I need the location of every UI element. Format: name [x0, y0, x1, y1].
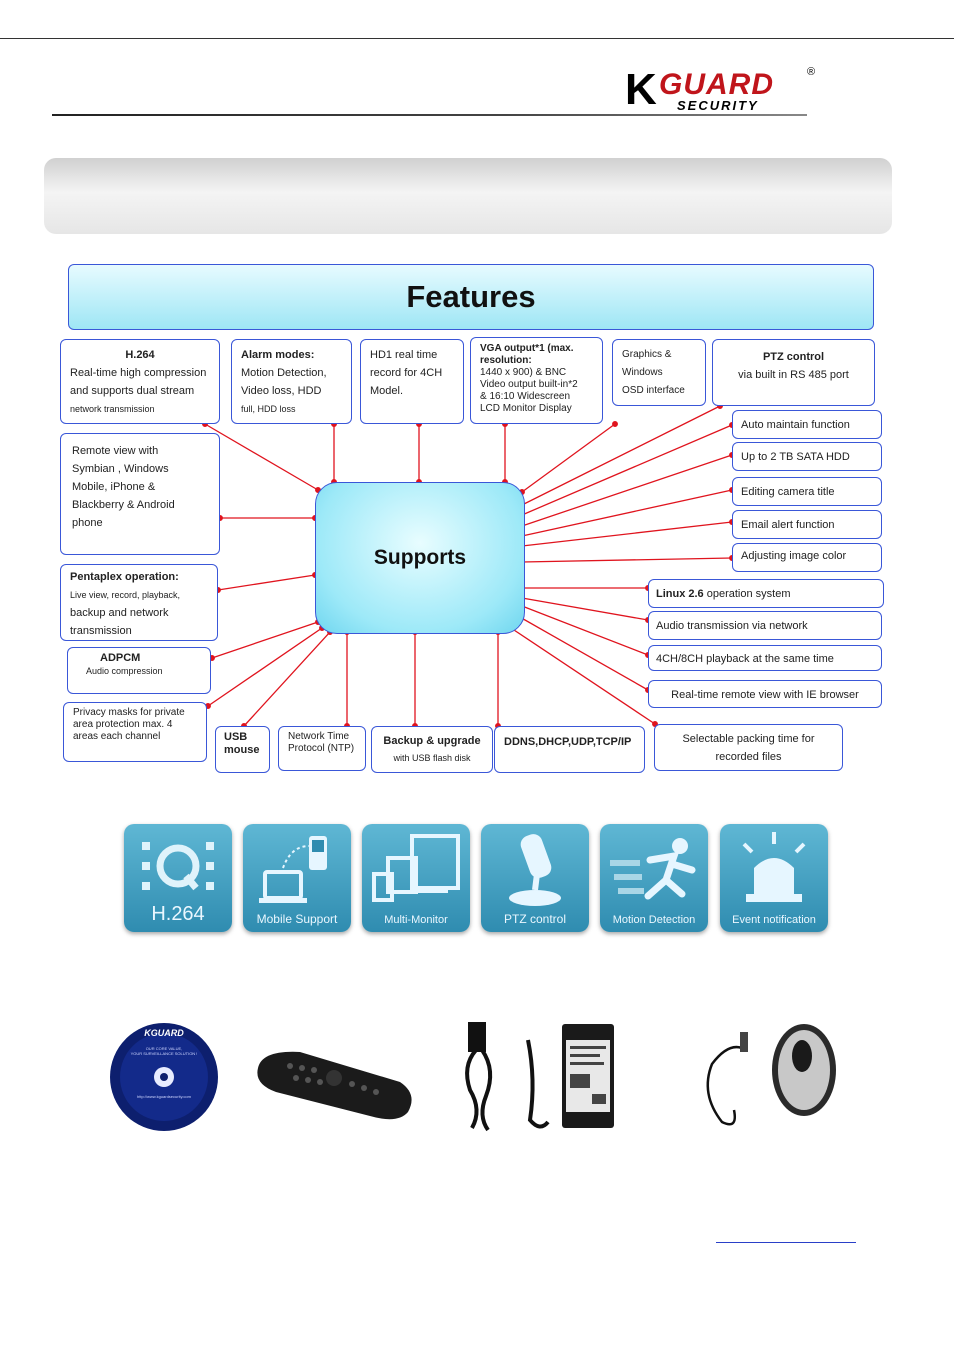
- feature-ddns-title: DDNS,DHCP,UDP,TCP/IP: [504, 736, 632, 748]
- feature-pentaplex-line2: backup and network: [70, 607, 169, 619]
- feature-hd1-line3: Model.: [370, 385, 404, 397]
- feature-audio: Audio transmission via network: [648, 611, 882, 640]
- feature-vga-line4: LCD Monitor Display: [480, 403, 572, 414]
- feature-alarm-title: Alarm modes:: [241, 349, 315, 361]
- feature-vga-line3: & 16:10 Widescreen: [480, 391, 571, 402]
- top-rule: [0, 38, 954, 39]
- header-rule: [52, 114, 807, 116]
- feature-linux-bold: Linux 2.6: [656, 588, 704, 600]
- feature-vga-line2: Video output built-in*2: [480, 379, 578, 390]
- alarm-light-icon: Event notification: [720, 824, 828, 932]
- feature-hd1-line1: HD1 real time: [370, 349, 438, 361]
- feature-remote-line5: phone: [72, 517, 103, 529]
- feature-ptz: PTZ control via built in RS 485 port: [712, 339, 875, 406]
- feature-usb-line2: mouse: [224, 744, 260, 756]
- cd-line2: YOUR SURVEILLANCE SOLUTION !: [130, 1051, 198, 1056]
- feature-email-alert: Email alert function: [732, 510, 882, 539]
- feature-h264-line2: and supports dual stream: [70, 385, 195, 397]
- feature-remote-line1: Remote view with: [72, 445, 159, 457]
- feature-playback: 4CH/8CH playback at the same time: [648, 645, 882, 671]
- monitors-icon: Multi-Monitor: [362, 824, 470, 932]
- feature-privacy: Privacy masks for private area protectio…: [63, 702, 207, 762]
- feature-ntp: Network Time Protocol (NTP): [278, 726, 366, 771]
- feature-alarm: Alarm modes: Motion Detection, Video los…: [231, 339, 352, 424]
- feature-graphics-line2: Windows: [622, 367, 663, 378]
- icon-multimonitor-label: Multi-Monitor: [384, 914, 448, 926]
- feature-pentaplex-line3: transmission: [70, 625, 132, 637]
- cd-brand: KGUARD: [144, 1028, 184, 1038]
- feature-alarm-line3: full, HDD loss: [241, 404, 296, 414]
- feature-adpcm-title: ADPCM: [100, 652, 141, 664]
- feature-ptz-line1: via built in RS 485 port: [738, 369, 849, 381]
- icon-event-label: Event notification: [732, 914, 816, 926]
- cd-label: KGUARD OUR CORE VALUE, YOUR SURVEILLANCE…: [110, 1028, 218, 1099]
- feature-pentaplex: Pentaplex operation: Live view, record, …: [60, 564, 218, 641]
- feature-h264: H.264 Real-time high compression and sup…: [60, 339, 220, 424]
- logo-guard: GUARD: [659, 68, 774, 101]
- feature-linux: Linux 2.6 operation system: [648, 579, 884, 608]
- feature-adpcm-line1: Audio compression: [86, 666, 163, 676]
- feature-packing: Selectable packing time for recorded fil…: [654, 724, 843, 771]
- icon-ptz-label: PTZ control: [503, 912, 566, 926]
- feature-packing-line2: recorded files: [715, 751, 782, 763]
- logo-security: SECURITY: [677, 98, 759, 113]
- feature-hd1-line2: record for 4CH: [370, 367, 443, 379]
- feature-backup: Backup & upgrade with USB flash disk: [371, 726, 493, 773]
- joystick-icon: PTZ control: [481, 824, 589, 932]
- feature-h264-line3: network transmission: [70, 404, 155, 414]
- feature-backup-title: Backup & upgrade: [383, 735, 481, 747]
- feature-ddns: DDNS,DHCP,UDP,TCP/IP: [494, 726, 645, 773]
- mobile-laptop-icon: Mobile Support: [243, 824, 351, 932]
- feature-h264-title: H.264: [125, 349, 155, 361]
- feature-graphics-line3: OSD interface: [622, 385, 685, 396]
- feature-pentaplex-title: Pentaplex operation:: [70, 571, 179, 583]
- feature-graphics: Graphics & Windows OSD interface: [612, 339, 706, 406]
- feature-h264-line1: Real-time high compression: [70, 367, 207, 379]
- icon-mobile-label: Mobile Support: [256, 912, 338, 926]
- feature-backup-line1: with USB flash disk: [393, 753, 471, 763]
- feature-ntp-line1: Network Time: [288, 731, 350, 742]
- logo-k: K: [625, 65, 657, 114]
- cd-line1: OUR CORE VALUE,: [145, 1046, 183, 1051]
- feature-pentaplex-line1: Live view, record, playback,: [70, 590, 181, 600]
- feature-ntp-line2: Protocol (NTP): [288, 743, 355, 754]
- feature-hdd: Up to 2 TB SATA HDD: [732, 442, 882, 471]
- feature-privacy-line3: areas each channel: [73, 731, 161, 742]
- feature-vga-line1: 1440 x 900) & BNC: [480, 367, 567, 378]
- feature-linux-rest: operation system: [703, 588, 791, 600]
- quicktime-icon: H.264: [124, 824, 232, 932]
- feature-vga-title: VGA output*1 (max. resolution:: [480, 343, 574, 366]
- feature-adjust-color: Adjusting image color: [732, 543, 882, 572]
- feature-ptz-title: PTZ control: [762, 351, 825, 363]
- feature-vga: VGA output*1 (max. resolution: 1440 x 90…: [470, 337, 603, 424]
- website-link-underline[interactable]: [716, 1242, 856, 1243]
- feature-packing-line1: Selectable packing time for: [682, 733, 815, 745]
- feature-ie-browser: Real-time remote view with IE browser: [648, 680, 882, 708]
- feature-privacy-line1: Privacy masks for private: [73, 707, 185, 718]
- cd-url: http://www.kguardsecurity.com: [137, 1094, 191, 1099]
- feature-auto-maintain: Auto maintain function: [732, 410, 882, 439]
- feature-hd1: HD1 real time record for 4CH Model.: [360, 339, 464, 424]
- supports-hub: Supports: [315, 482, 525, 634]
- feature-remote-line4: Blackberry & Android: [72, 499, 175, 511]
- feature-remote-line2: Symbian , Windows: [72, 463, 169, 475]
- feature-remote-view: Remote view with Symbian , Windows Mobil…: [60, 433, 220, 555]
- feature-adpcm: ADPCM Audio compression: [67, 647, 211, 694]
- features-heading: Features: [68, 264, 874, 330]
- feature-editing-title: Editing camera title: [732, 477, 882, 506]
- kguard-logo: K GUARD SECURITY ®: [625, 65, 825, 114]
- section-banner: [44, 158, 892, 234]
- feature-usb-mouse: USB mouse: [215, 726, 270, 773]
- feature-remote-line3: Mobile, iPhone &: [72, 481, 156, 493]
- feature-alarm-line2: Video loss, HDD: [241, 385, 322, 397]
- running-man-icon: Motion Detection: [600, 824, 708, 932]
- feature-privacy-line2: area protection max. 4: [73, 719, 173, 730]
- feature-alarm-line1: Motion Detection,: [241, 367, 327, 379]
- feature-usb-line1: USB: [224, 731, 248, 743]
- icon-h264-label: H.264: [151, 903, 205, 925]
- logo-registered: ®: [807, 66, 816, 78]
- feature-graphics-line1: Graphics &: [622, 349, 672, 360]
- icon-motion-label: Motion Detection: [612, 914, 696, 926]
